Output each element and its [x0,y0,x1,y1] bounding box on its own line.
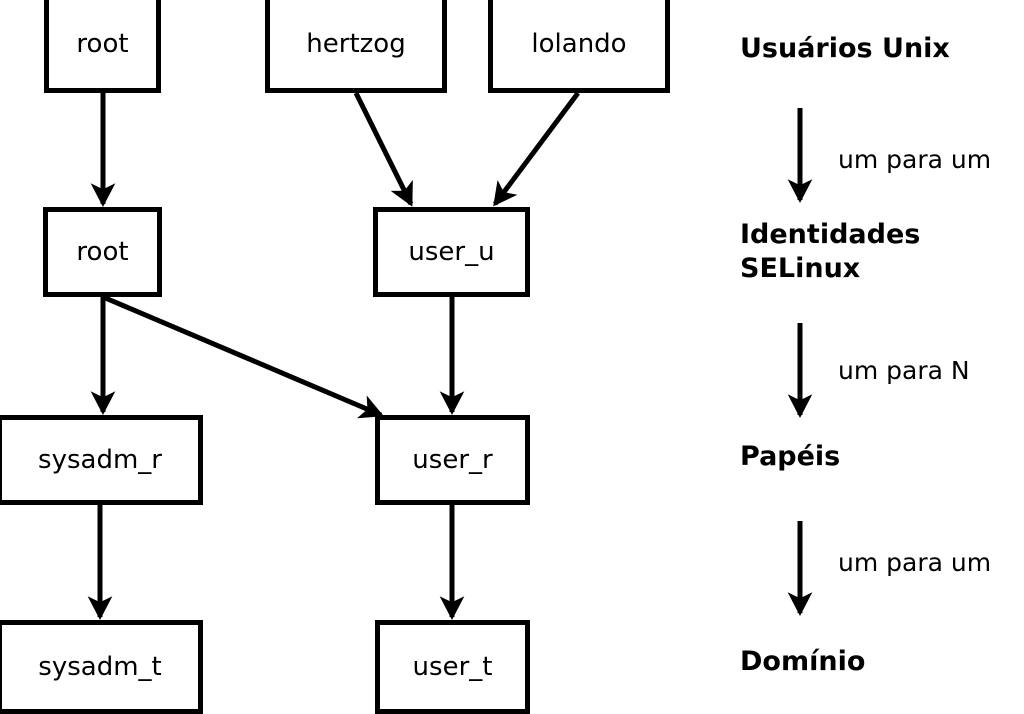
node-label: sysadm_t [38,652,162,682]
node-role-sysadm-r[interactable]: sysadm_r [0,415,203,505]
node-unix-user-hertzog[interactable]: hertzog [265,0,447,93]
node-domain-sysadm-t[interactable]: sysadm_t [0,620,203,714]
edge-lolando-to-user-u [492,91,581,207]
node-selinux-identity-user-u[interactable]: user_u [373,207,530,297]
legend-tier-selinux-identities: Identidades SELinux [740,219,921,284]
legend-note-one-to-one-upper: um para um [838,145,992,174]
node-domain-user-t[interactable]: user_t [375,620,530,714]
legend-tier-roles: Papéis [740,441,841,472]
legend-tier-domain: Domínio [740,646,866,677]
node-label: user_t [412,652,493,682]
node-label: root [76,28,129,59]
node-label: user_r [412,445,493,475]
legend-tier-unix-users: Usuários Unix [740,33,950,64]
edge-hertzog-to-user-u [353,91,414,207]
node-label: hertzog [306,28,406,59]
node-label: sysadm_r [38,445,162,475]
node-unix-user-root[interactable]: root [44,0,161,93]
node-unix-user-lolando[interactable]: lolando [488,0,670,93]
node-label: root [76,237,129,267]
node-label: lolando [531,28,627,59]
legend-note-one-to-one-lower: um para um [838,548,992,577]
node-role-user-r[interactable]: user_r [375,415,530,505]
legend-note-one-to-n: um para N [838,356,970,385]
node-selinux-identity-root[interactable]: root [43,207,162,297]
node-label: user_u [408,237,495,267]
edge-selinux-root-to-user-r [102,294,384,419]
